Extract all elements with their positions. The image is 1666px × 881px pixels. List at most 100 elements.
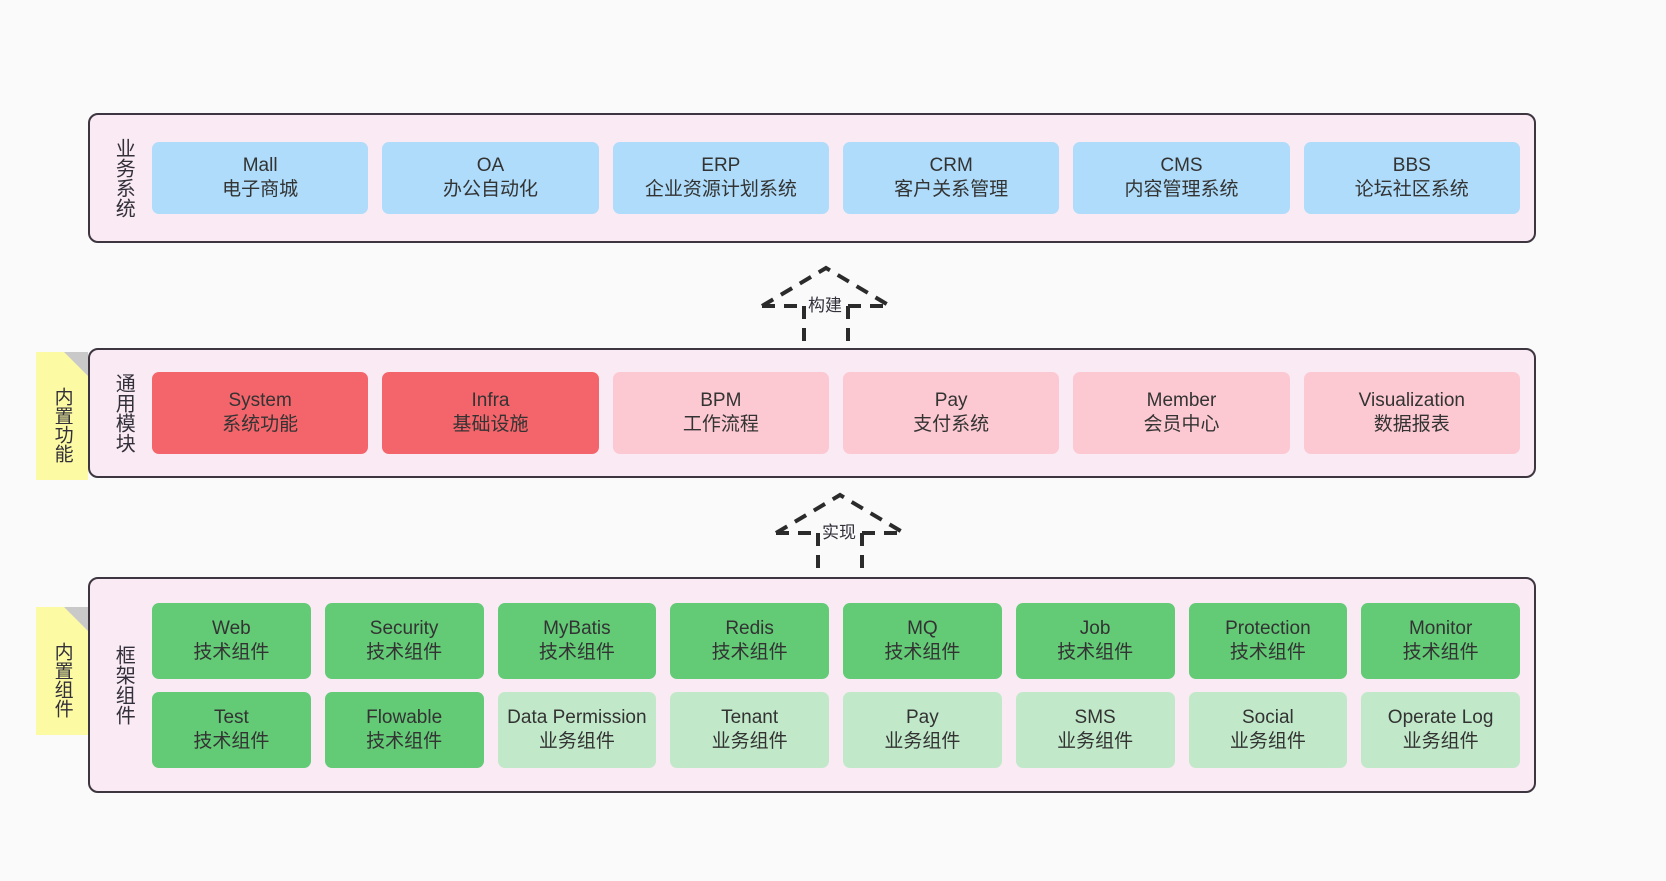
- node-system-subtitle: 系统功能: [222, 414, 299, 435]
- node-bbs-subtitle: 论坛社区系统: [1354, 179, 1469, 200]
- note-fold-icon: [64, 352, 88, 376]
- node-visualization-title: Visualization: [1358, 390, 1465, 412]
- node-member[interactable]: Member 会员中心: [1073, 372, 1290, 454]
- node-erp[interactable]: ERP 企业资源计划系统: [612, 142, 829, 214]
- node-member-subtitle: 会员中心: [1143, 414, 1220, 435]
- implement-arrow-label: 实现: [822, 523, 856, 542]
- node-member-title: Member: [1146, 390, 1217, 412]
- node-bpm-title: BPM: [700, 390, 742, 412]
- node-bbs-title: BBS: [1392, 155, 1431, 177]
- node-test[interactable]: Test 技术组件: [152, 691, 311, 768]
- node-sms-subtitle: 业务组件: [1057, 730, 1134, 752]
- node-visualization[interactable]: Visualization 数据报表: [1303, 372, 1520, 454]
- node-protection[interactable]: Protection 技术组件: [1188, 602, 1348, 679]
- node-test-title: Test: [213, 706, 249, 728]
- node-security-subtitle: 技术组件: [366, 641, 443, 663]
- node-pay-component[interactable]: Pay 业务组件: [843, 691, 1002, 768]
- node-operate-log[interactable]: Operate Log 业务组件: [1361, 691, 1520, 768]
- node-sms[interactable]: SMS 业务组件: [1015, 691, 1175, 768]
- node-oa[interactable]: OA 办公自动化: [382, 142, 599, 214]
- builtin-function-note[interactable]: 内置功能: [36, 352, 88, 480]
- node-pay-module-subtitle: 支付系统: [913, 414, 990, 435]
- node-bpm-subtitle: 工作流程: [682, 414, 759, 435]
- node-data-permission-title: Data Permission: [507, 706, 647, 728]
- business-system-layer[interactable]: 业务系统 Mall 电子商城 OA 办公自动化 ERP 企业资源计划系统 CRM…: [88, 113, 1536, 243]
- node-operate-log-subtitle: 业务组件: [1402, 730, 1479, 752]
- build-arrow-label: 构建: [808, 296, 842, 315]
- node-infra[interactable]: Infra 基础设施: [382, 372, 599, 454]
- node-erp-subtitle: 企业资源计划系统: [644, 179, 797, 200]
- node-flowable[interactable]: Flowable 技术组件: [324, 691, 484, 768]
- node-system[interactable]: System 系统功能: [152, 372, 369, 454]
- node-tenant-title: Tenant: [721, 706, 779, 728]
- node-redis-subtitle: 技术组件: [711, 641, 788, 663]
- node-security[interactable]: Security 技术组件: [324, 602, 484, 679]
- common-module-layer-body: System 系统功能 Infra 基础设施 BPM 工作流程 Pay 支付系统…: [146, 350, 1534, 476]
- node-operate-log-title: Operate Log: [1387, 706, 1494, 728]
- node-job-title: Job: [1079, 617, 1111, 639]
- implement-arrow: 实现: [770, 489, 920, 571]
- node-mall[interactable]: Mall 电子商城: [152, 142, 369, 214]
- node-infra-title: Infra: [471, 390, 510, 412]
- node-system-title: System: [228, 390, 292, 412]
- builtin-function-note-text: 内置功能: [51, 387, 73, 463]
- node-bpm[interactable]: BPM 工作流程: [612, 372, 829, 454]
- node-web[interactable]: Web 技术组件: [152, 602, 311, 679]
- node-oa-title: OA: [476, 155, 505, 177]
- node-oa-subtitle: 办公自动化: [442, 179, 538, 200]
- node-erp-title: ERP: [701, 155, 741, 177]
- node-redis-title: Redis: [725, 617, 774, 639]
- node-data-permission-subtitle: 业务组件: [538, 730, 615, 752]
- node-mall-title: Mall: [242, 155, 278, 177]
- common-module-row: System 系统功能 Infra 基础设施 BPM 工作流程 Pay 支付系统…: [152, 372, 1520, 454]
- node-crm[interactable]: CRM 客户关系管理: [842, 142, 1060, 214]
- node-data-permission[interactable]: Data Permission 业务组件: [497, 691, 657, 768]
- node-web-title: Web: [212, 617, 251, 639]
- business-system-layer-body: Mall 电子商城 OA 办公自动化 ERP 企业资源计划系统 CRM 客户关系…: [146, 115, 1534, 241]
- common-module-layer-label: 通用模块: [112, 373, 135, 453]
- node-social-title: Social: [1242, 706, 1294, 728]
- node-social-subtitle: 业务组件: [1229, 730, 1306, 752]
- node-job-subtitle: 技术组件: [1057, 641, 1134, 663]
- build-arrow-glyph: [760, 265, 892, 342]
- node-social[interactable]: Social 业务组件: [1188, 691, 1348, 768]
- builtin-component-note-text: 内置组件: [51, 642, 73, 718]
- builtin-component-note[interactable]: 内置组件: [36, 607, 88, 735]
- implement-arrow-glyph: [774, 492, 906, 569]
- node-web-subtitle: 技术组件: [193, 641, 270, 663]
- node-job[interactable]: Job 技术组件: [1015, 602, 1175, 679]
- node-mq-title: MQ: [907, 617, 938, 639]
- node-monitor-title: Monitor: [1408, 617, 1473, 639]
- node-mybatis-subtitle: 技术组件: [538, 641, 615, 663]
- node-mybatis[interactable]: MyBatis 技术组件: [497, 602, 657, 679]
- business-system-layer-label: 业务系统: [112, 138, 135, 218]
- node-cms[interactable]: CMS 内容管理系统: [1073, 142, 1290, 214]
- node-infra-subtitle: 基础设施: [452, 414, 529, 435]
- node-flowable-title: Flowable: [366, 706, 443, 728]
- node-protection-subtitle: 技术组件: [1229, 641, 1306, 663]
- node-crm-title: CRM: [929, 155, 973, 177]
- node-mq[interactable]: MQ 技术组件: [843, 602, 1002, 679]
- node-pay-module[interactable]: Pay 支付系统: [842, 372, 1060, 454]
- node-visualization-subtitle: 数据报表: [1373, 414, 1450, 435]
- framework-component-row-tech: Web 技术组件 Security 技术组件 MyBatis 技术组件 Redi…: [152, 602, 1520, 679]
- build-arrow: 构建: [756, 262, 906, 344]
- node-redis[interactable]: Redis 技术组件: [670, 602, 829, 679]
- note-fold-icon: [64, 607, 88, 631]
- node-tenant[interactable]: Tenant 业务组件: [670, 691, 829, 768]
- node-pay-module-title: Pay: [934, 390, 968, 412]
- common-module-layer[interactable]: 通用模块 System 系统功能 Infra 基础设施 BPM 工作流程 Pay…: [88, 348, 1536, 478]
- framework-component-row-business: Test 技术组件 Flowable 技术组件 Data Permission …: [152, 691, 1520, 768]
- node-tenant-subtitle: 业务组件: [711, 730, 788, 752]
- node-protection-title: Protection: [1225, 617, 1311, 639]
- node-mybatis-title: MyBatis: [543, 617, 611, 639]
- node-bbs[interactable]: BBS 论坛社区系统: [1303, 142, 1520, 214]
- node-mall-subtitle: 电子商城: [222, 179, 299, 200]
- node-mq-subtitle: 技术组件: [884, 641, 961, 663]
- framework-component-layer[interactable]: 框架组件 Web 技术组件 Security 技术组件 MyBatis 技术组件…: [88, 577, 1536, 793]
- node-crm-subtitle: 客户关系管理: [894, 179, 1009, 200]
- node-monitor[interactable]: Monitor 技术组件: [1361, 602, 1520, 679]
- node-cms-subtitle: 内容管理系统: [1124, 179, 1239, 200]
- node-flowable-subtitle: 技术组件: [366, 730, 443, 752]
